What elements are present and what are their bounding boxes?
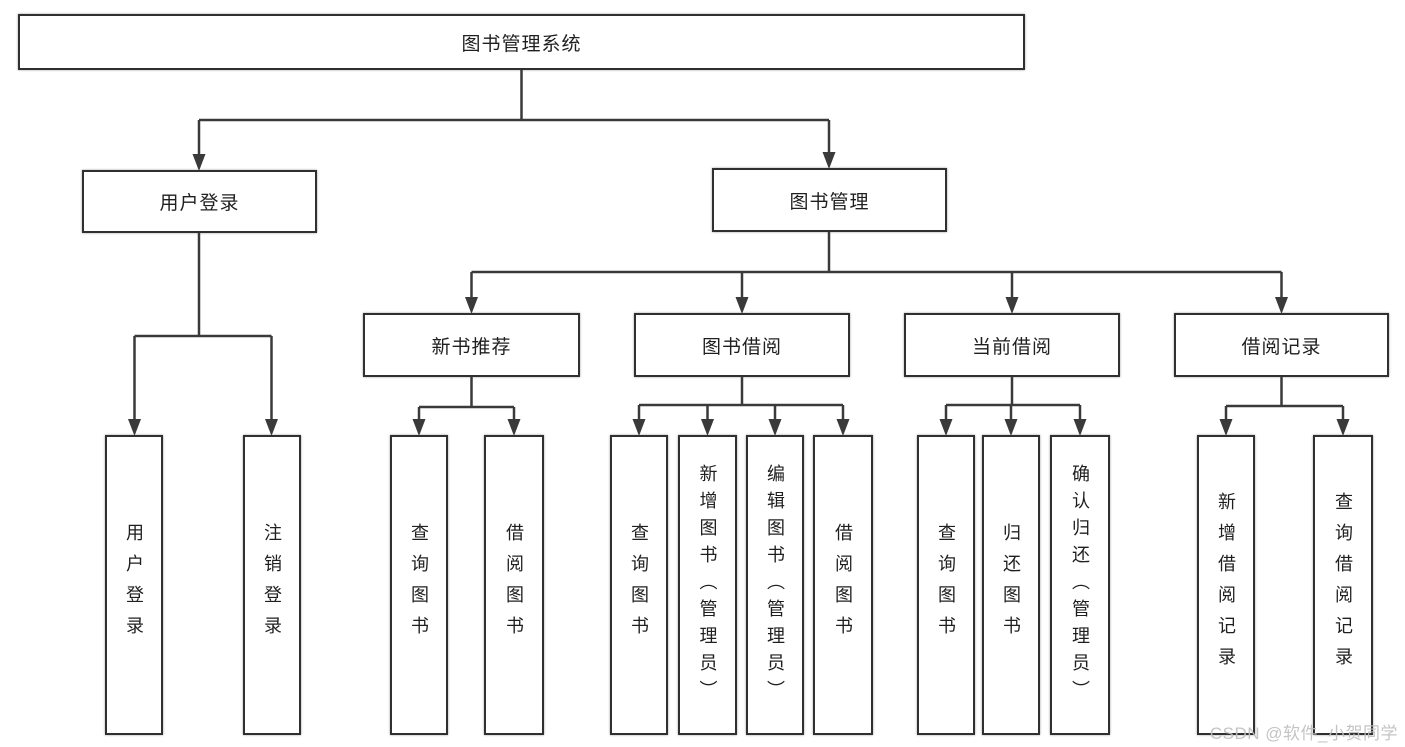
leaf-add-book-admin: 新增图书（管理员） bbox=[678, 435, 737, 735]
leaf-query-books-borrowing: 查询图书 bbox=[610, 435, 668, 735]
connector-paths bbox=[133, 70, 1345, 421]
leaf-edit-book-admin: 编辑图书（管理员） bbox=[746, 435, 804, 735]
leaf-logout: 注销登录 bbox=[243, 435, 301, 735]
arrowheads bbox=[128, 152, 1350, 436]
leaf-query-books-current: 查询图书 bbox=[917, 435, 975, 735]
node-user-login: 用户登录 bbox=[82, 170, 317, 233]
leaf-borrow-books-borrowing: 借阅图书 bbox=[813, 435, 873, 735]
node-borrowing-records: 借阅记录 bbox=[1174, 313, 1389, 377]
leaf-return-books: 归还图书 bbox=[982, 435, 1040, 735]
node-book-management: 图书管理 bbox=[712, 168, 947, 232]
leaf-borrow-books-recommend: 借阅图书 bbox=[484, 435, 544, 735]
node-book-borrowing: 图书借阅 bbox=[634, 313, 850, 377]
leaf-confirm-return-admin: 确认归还（管理员） bbox=[1050, 435, 1110, 735]
node-new-book-recommendation: 新书推荐 bbox=[363, 313, 580, 377]
leaf-query-books-recommend: 查询图书 bbox=[390, 435, 448, 735]
node-current-borrowing: 当前借阅 bbox=[904, 313, 1120, 377]
leaf-add-borrow-record: 新增借阅记录 bbox=[1197, 435, 1255, 735]
node-library-system: 图书管理系统 bbox=[18, 14, 1025, 70]
watermark-text: CSDN @软件_小贺同学 bbox=[1209, 724, 1398, 743]
leaf-query-borrow-record: 查询借阅记录 bbox=[1313, 435, 1373, 735]
leaf-user-login: 用户登录 bbox=[105, 435, 163, 735]
